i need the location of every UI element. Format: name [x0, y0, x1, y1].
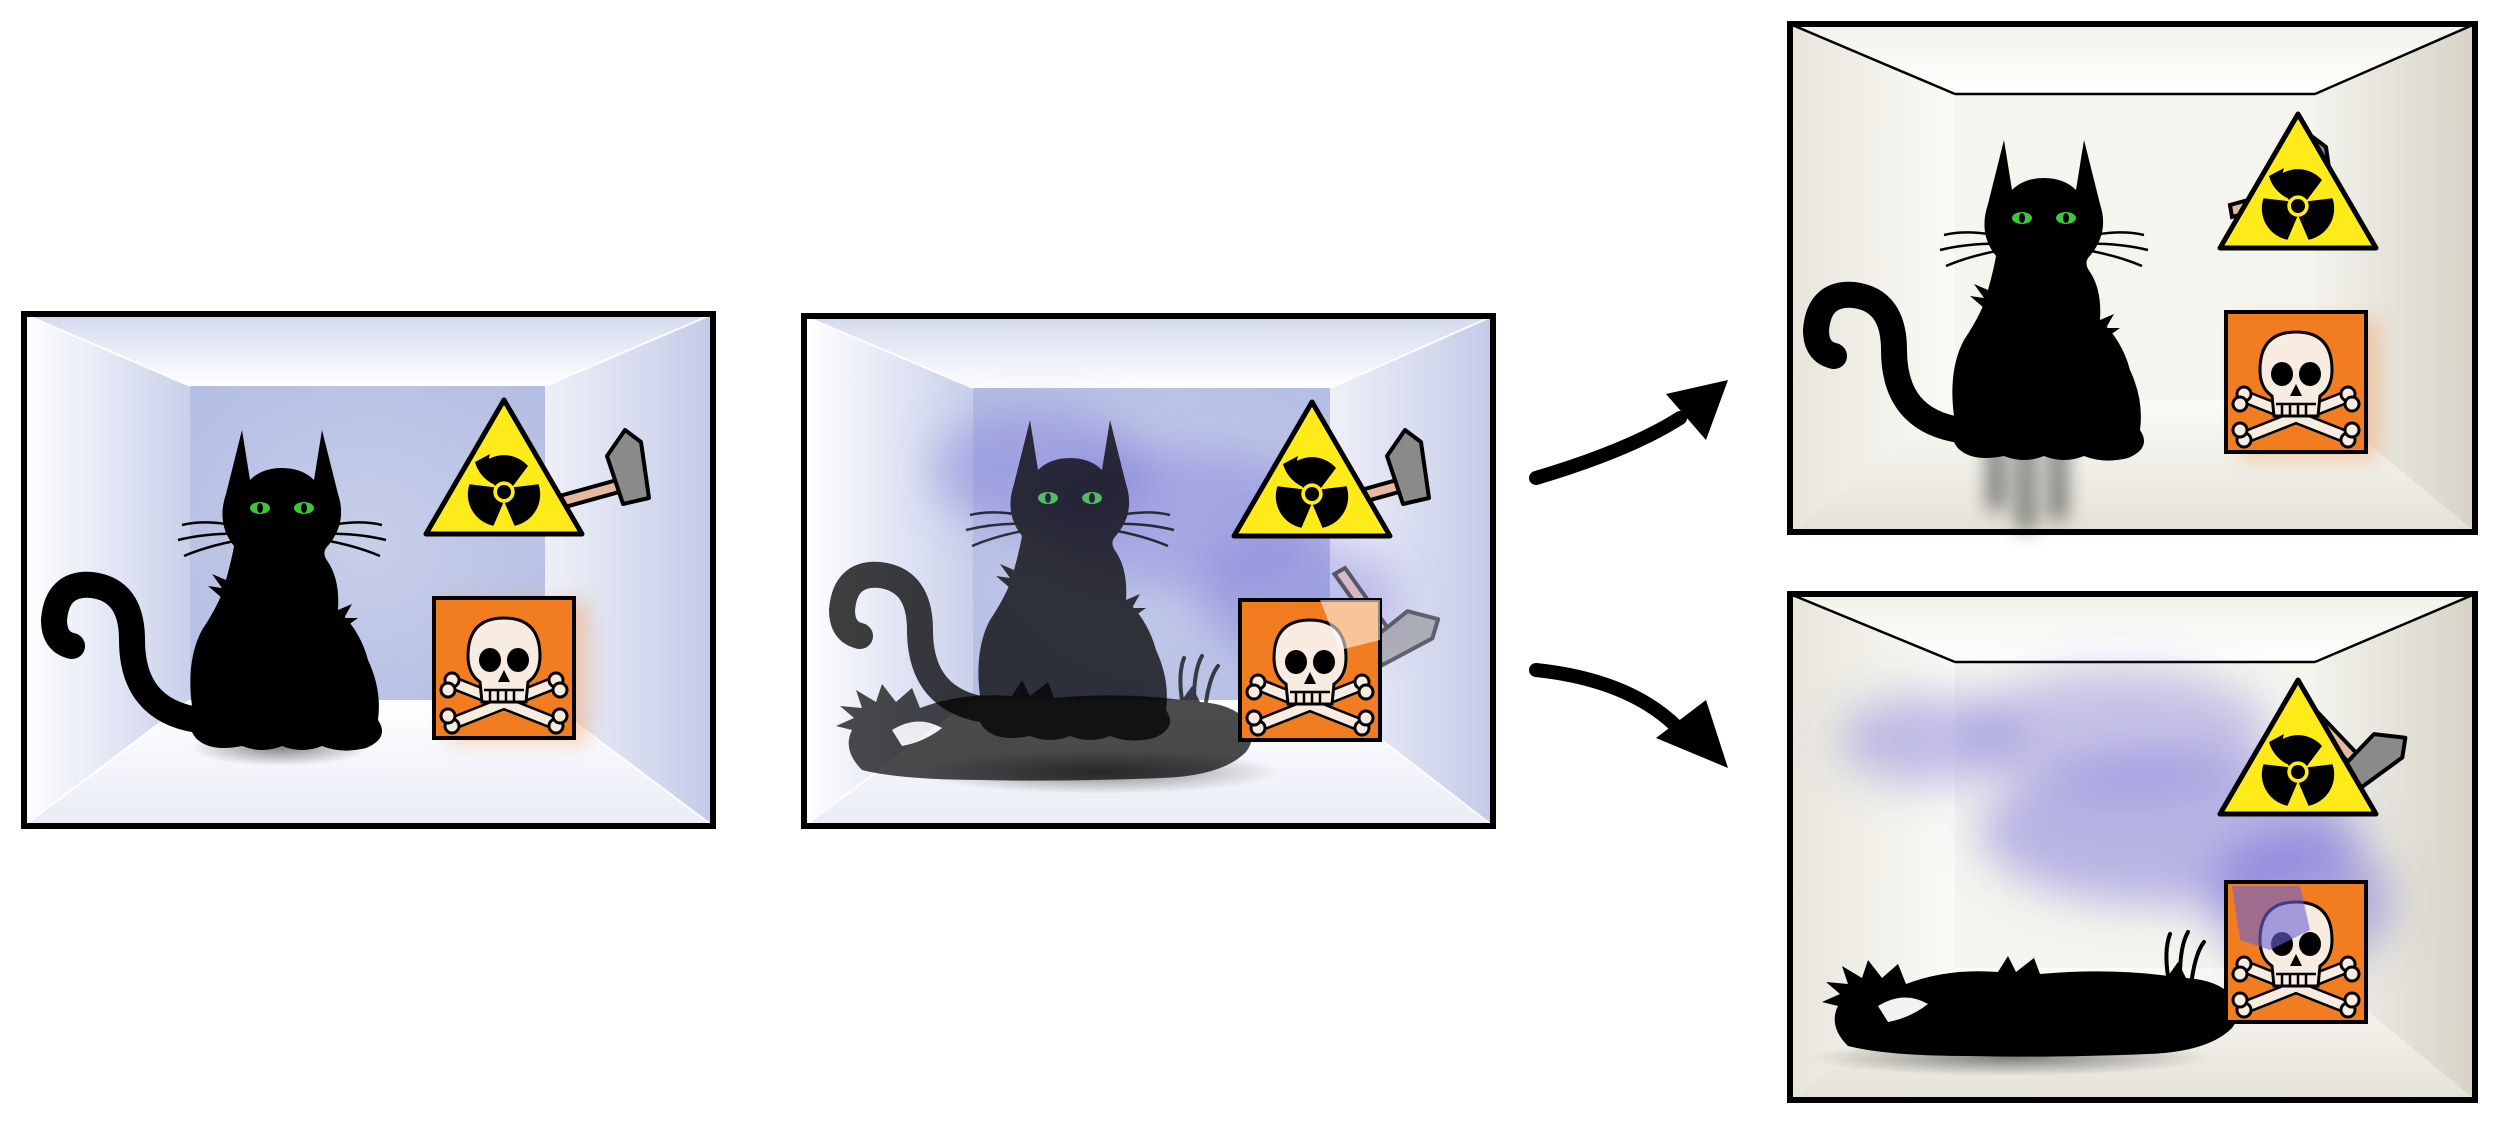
box-superposition [801, 313, 1496, 829]
box-initial [21, 311, 716, 829]
box-frame [21, 311, 716, 829]
poison-skull-icon [2226, 312, 2366, 452]
arrow-to-alive [1529, 380, 1728, 485]
cat-shadow [1990, 440, 2064, 530]
box-frame [1787, 21, 2478, 535]
broken-glass [1320, 600, 1380, 650]
box-outcome-alive [1787, 21, 2478, 535]
arrow-to-dead [1529, 663, 1728, 768]
curved-arrow-icon [1666, 380, 1728, 440]
curved-arrow-icon [1656, 700, 1728, 768]
box-frame [1787, 591, 2478, 1103]
box-frame [801, 313, 1496, 829]
poison-skull-icon [434, 598, 574, 738]
broken-glass [2232, 886, 2310, 950]
box-outcome-dead [1787, 591, 2478, 1103]
